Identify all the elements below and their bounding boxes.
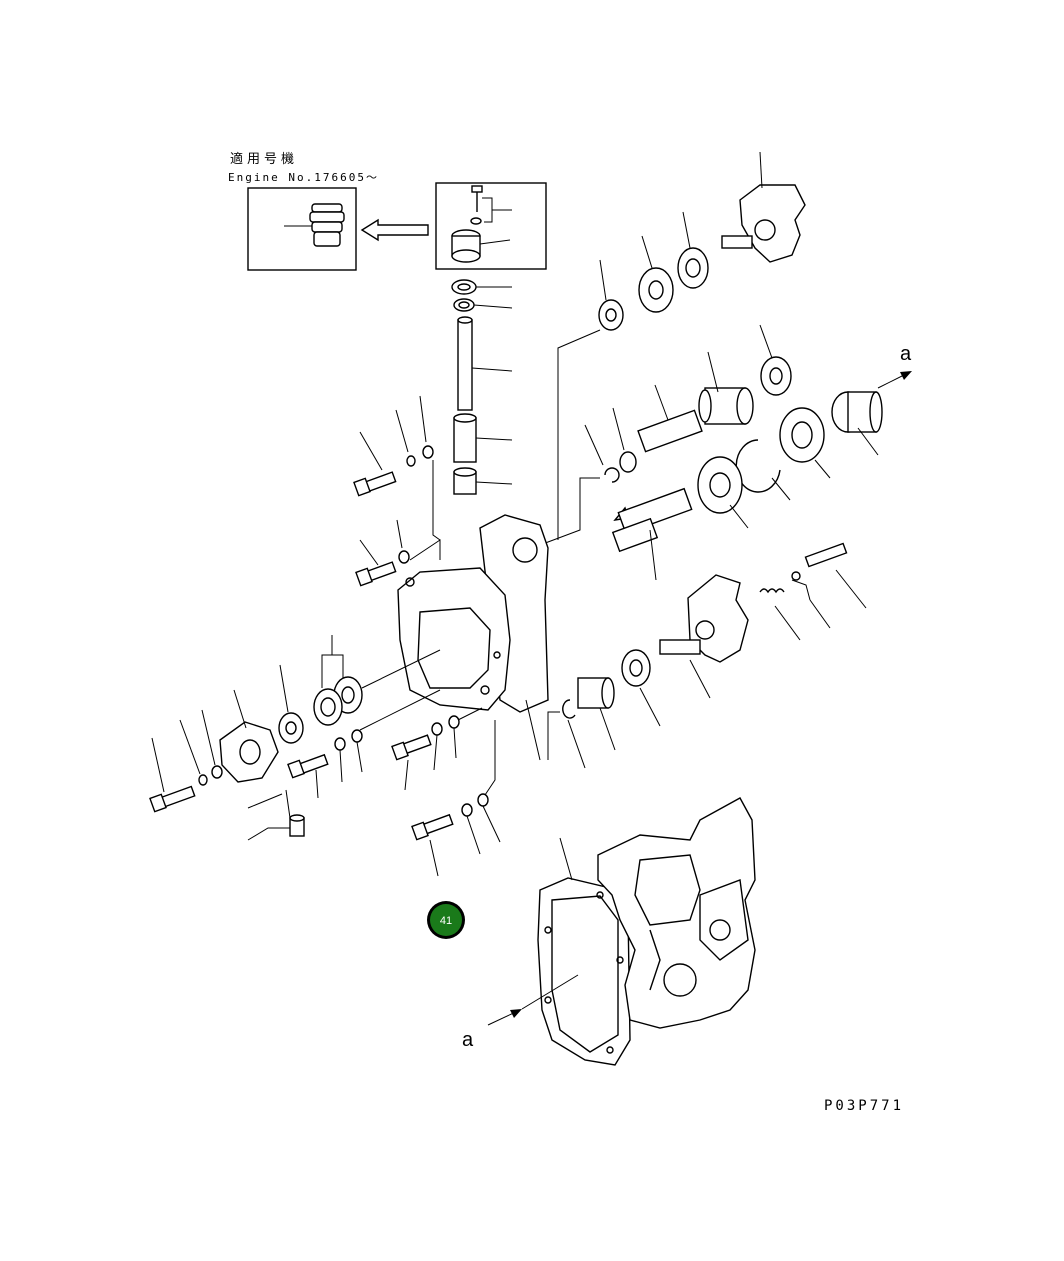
view-label-a-bottom: a [462,1029,474,1051]
applicability-label-jp: 適用号機 [230,151,298,167]
upper-left-bolts [353,395,441,587]
middle-lower-fasteners [247,689,483,841]
drawing-code: P03P771 [824,1098,904,1114]
lower-bolt-set [411,720,501,877]
main-pump-housing [397,514,549,761]
inset-old-part [435,182,547,270]
view-arrow-top: a [877,343,912,389]
view-arrow-bottom: a [462,974,579,1051]
engine-gear-case [597,797,756,1029]
right-gear-shaft-cluster [539,324,883,581]
callout-badge[interactable]: 41 [427,901,465,939]
upper-gear-set [557,211,709,540]
replacement-arrow [360,218,429,242]
gasket [537,837,631,1066]
inset-new-part [247,187,357,271]
upper-lever-bracket [721,151,806,263]
view-label-a-top: a [900,343,912,365]
left-coupling-group [149,635,441,813]
vertical-shaft-stack [451,279,513,495]
callout-number: 41 [440,915,452,927]
applicability-label-en: Engine No.176605～ [228,171,379,184]
lower-right-lever-group [547,542,867,769]
